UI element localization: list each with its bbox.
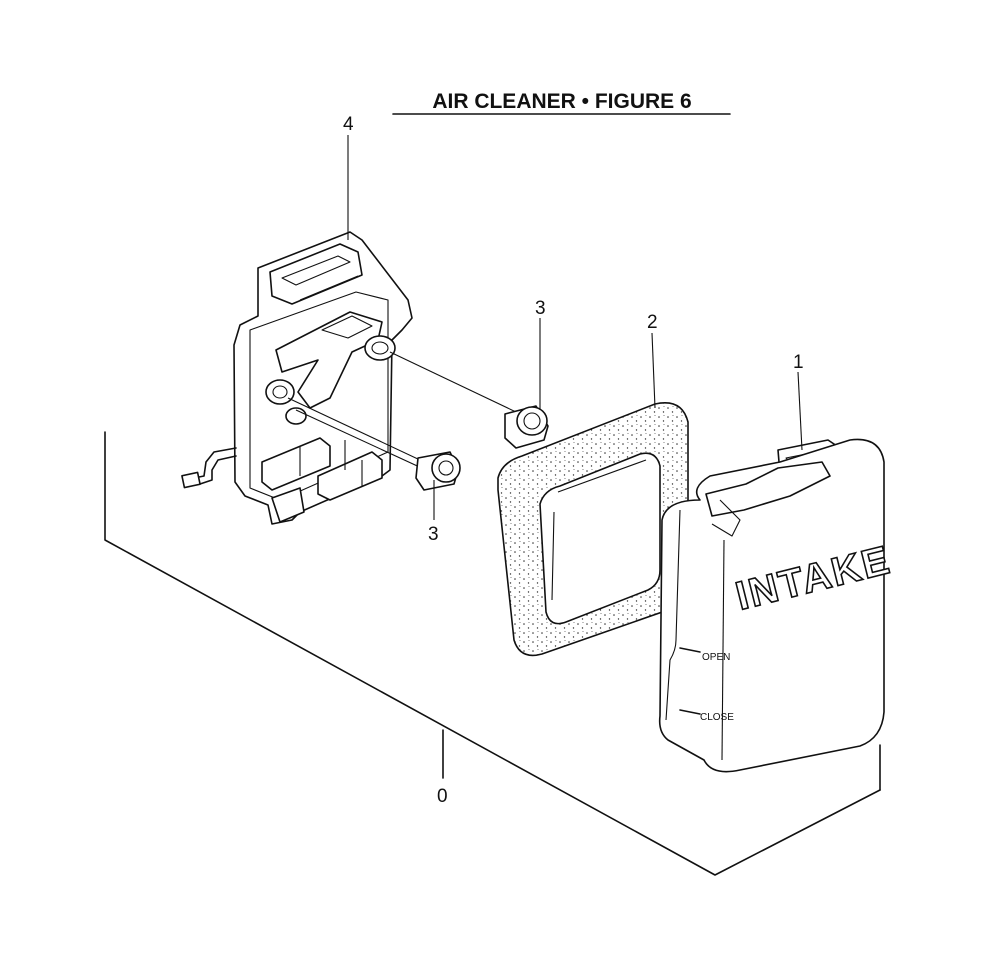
- callout-3-lower: 3: [428, 524, 439, 545]
- callout-4: 4: [343, 114, 354, 135]
- callout-0: 0: [437, 786, 448, 807]
- figure-title: AIR CLEANER • FIGURE 6: [432, 90, 691, 113]
- intake-cover: OPEN CLOSE INTAKE: [658, 438, 896, 773]
- callout-1: 1: [793, 352, 804, 373]
- callout-3-upper: 3: [535, 298, 546, 319]
- callout-2: 2: [647, 312, 658, 333]
- leader-lines: [347, 135, 803, 520]
- foam-filter-element: [497, 402, 689, 657]
- bushing-upper: [389, 351, 549, 449]
- open-label: OPEN: [702, 652, 730, 663]
- close-label: CLOSE: [700, 712, 734, 723]
- air-cleaner-base: [181, 231, 413, 525]
- assembly-bracket: [104, 431, 881, 876]
- bushing-lower: [287, 397, 461, 491]
